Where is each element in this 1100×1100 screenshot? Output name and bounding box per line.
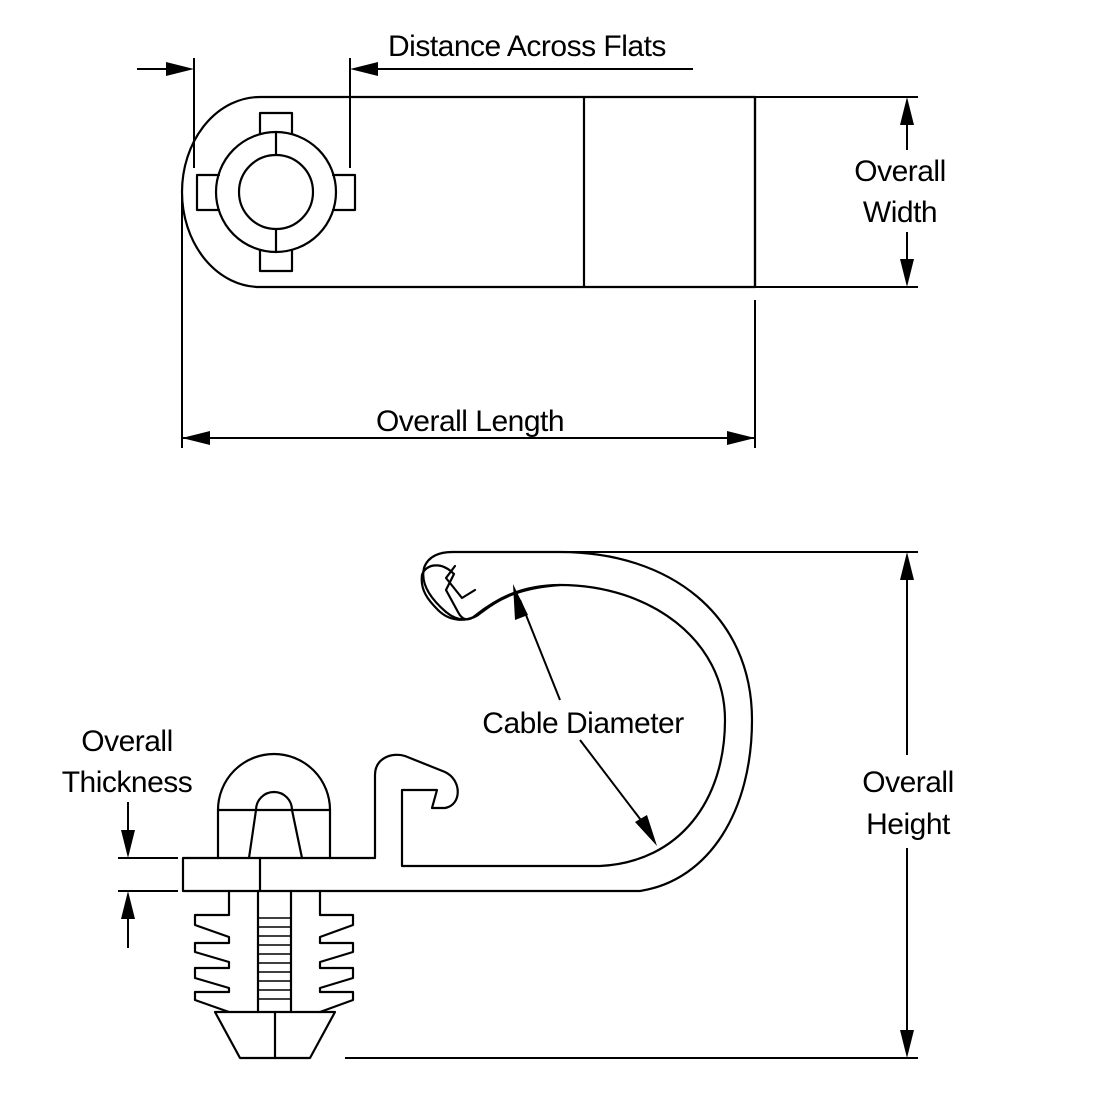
side-view: Overall Thickness Cable Diameter Overall… [62, 550, 954, 1060]
cable-diameter-label: Cable Diameter [482, 707, 684, 740]
overall-height-dimension [345, 551, 918, 1059]
overall-length-label: Overall Length [376, 405, 564, 438]
clamp-loop-outer [258, 550, 754, 893]
overall-width-label-line1: Overall [854, 155, 946, 188]
distance-across-flats-dimension [137, 58, 693, 168]
fastener-head-icon [195, 111, 357, 273]
top-view: Distance Across Flats Overall Width Over… [137, 30, 946, 448]
base-plate [181, 856, 262, 893]
overall-width-dimension [755, 96, 918, 288]
fastener-dome-icon [216, 752, 332, 860]
clamp-body-outline [180, 95, 757, 289]
overall-length-dimension [181, 195, 756, 448]
cable-diameter-dimension [513, 584, 657, 846]
hook-notch [444, 564, 477, 600]
overall-height-label-line1: Overall [862, 766, 954, 799]
overall-thickness-label-line2: Thickness [62, 766, 193, 799]
overall-width-label-line2: Width [863, 196, 937, 229]
fastener-stem-icon [193, 889, 355, 1060]
overall-height-label-line2: Height [866, 808, 951, 841]
overall-thickness-dimension [118, 802, 178, 948]
clamp-strap-outline [258, 564, 727, 868]
overall-thickness-label-line1: Overall [81, 725, 173, 758]
distance-across-flats-label: Distance Across Flats [388, 30, 666, 63]
hook-tip [422, 550, 562, 621]
